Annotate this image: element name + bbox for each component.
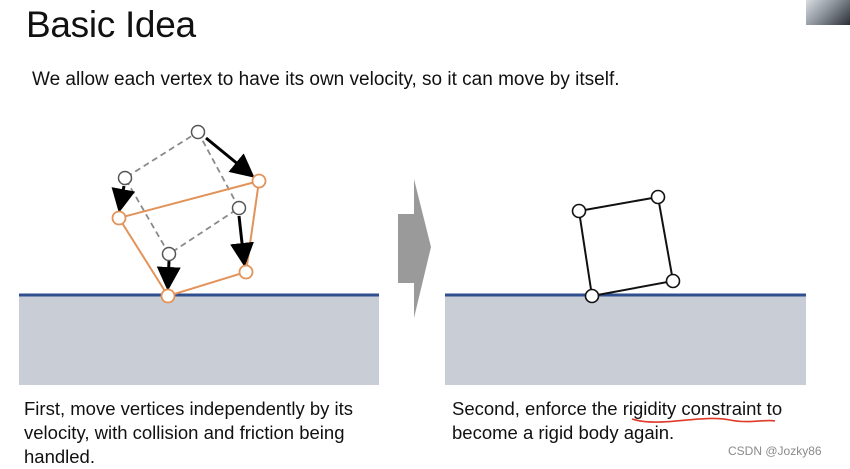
left-caption: First, move vertices independently by it… (24, 397, 353, 469)
rigid-vertex-bottom-left (584, 288, 600, 304)
slide-title: Basic Idea (26, 4, 196, 45)
right-ground-plane (445, 295, 806, 385)
velocity-arrow-right (230, 215, 254, 267)
velocity-arrow-top (205, 136, 255, 178)
slide-subtitle: We allow each vertex to have its own vel… (32, 69, 620, 90)
left-caption-line3: handled. (24, 446, 95, 467)
moved-shape-orange (117, 179, 261, 298)
watermark: CSDN @Jozky86 (728, 444, 822, 458)
highlight-underline (631, 417, 776, 423)
rigid-shape-restored (577, 195, 675, 298)
chevron-right-arrow-icon (398, 179, 431, 318)
original-vertex-right (231, 200, 247, 216)
left-caption-line1: First, move vertices independently by it… (24, 398, 354, 419)
moved-vertex-left (111, 210, 127, 226)
right-caption: Second, enforce the rigidity constraint … (452, 397, 782, 445)
rigid-vertex-top-left (571, 203, 587, 219)
right-caption-line1-before: Second, enforce the (452, 398, 623, 419)
original-vertex-left (117, 170, 133, 186)
right-caption-highlight: rigidity constraint (622, 398, 762, 419)
moved-vertex-top (251, 173, 267, 189)
left-ground-plane (19, 295, 379, 385)
velocity-arrow-bottom (156, 260, 181, 291)
original-vertex-top (190, 124, 206, 140)
moved-vertex-right (238, 264, 254, 280)
right-caption-line1: Second, enforce the rigidity constraint … (452, 397, 782, 421)
right-caption-line2: become a rigid body again. (452, 422, 675, 443)
rigid-vertex-bottom-right (665, 273, 681, 289)
original-vertex-bottom (161, 246, 177, 262)
left-caption-line2: velocity, with collision and friction be… (24, 422, 345, 443)
right-caption-line1-after: to (761, 398, 783, 419)
moved-vertex-bottom (160, 288, 176, 304)
velocity-arrow-left (111, 185, 136, 213)
webcam-thumbnail (806, 0, 850, 25)
rigid-vertex-top-right (650, 189, 666, 205)
